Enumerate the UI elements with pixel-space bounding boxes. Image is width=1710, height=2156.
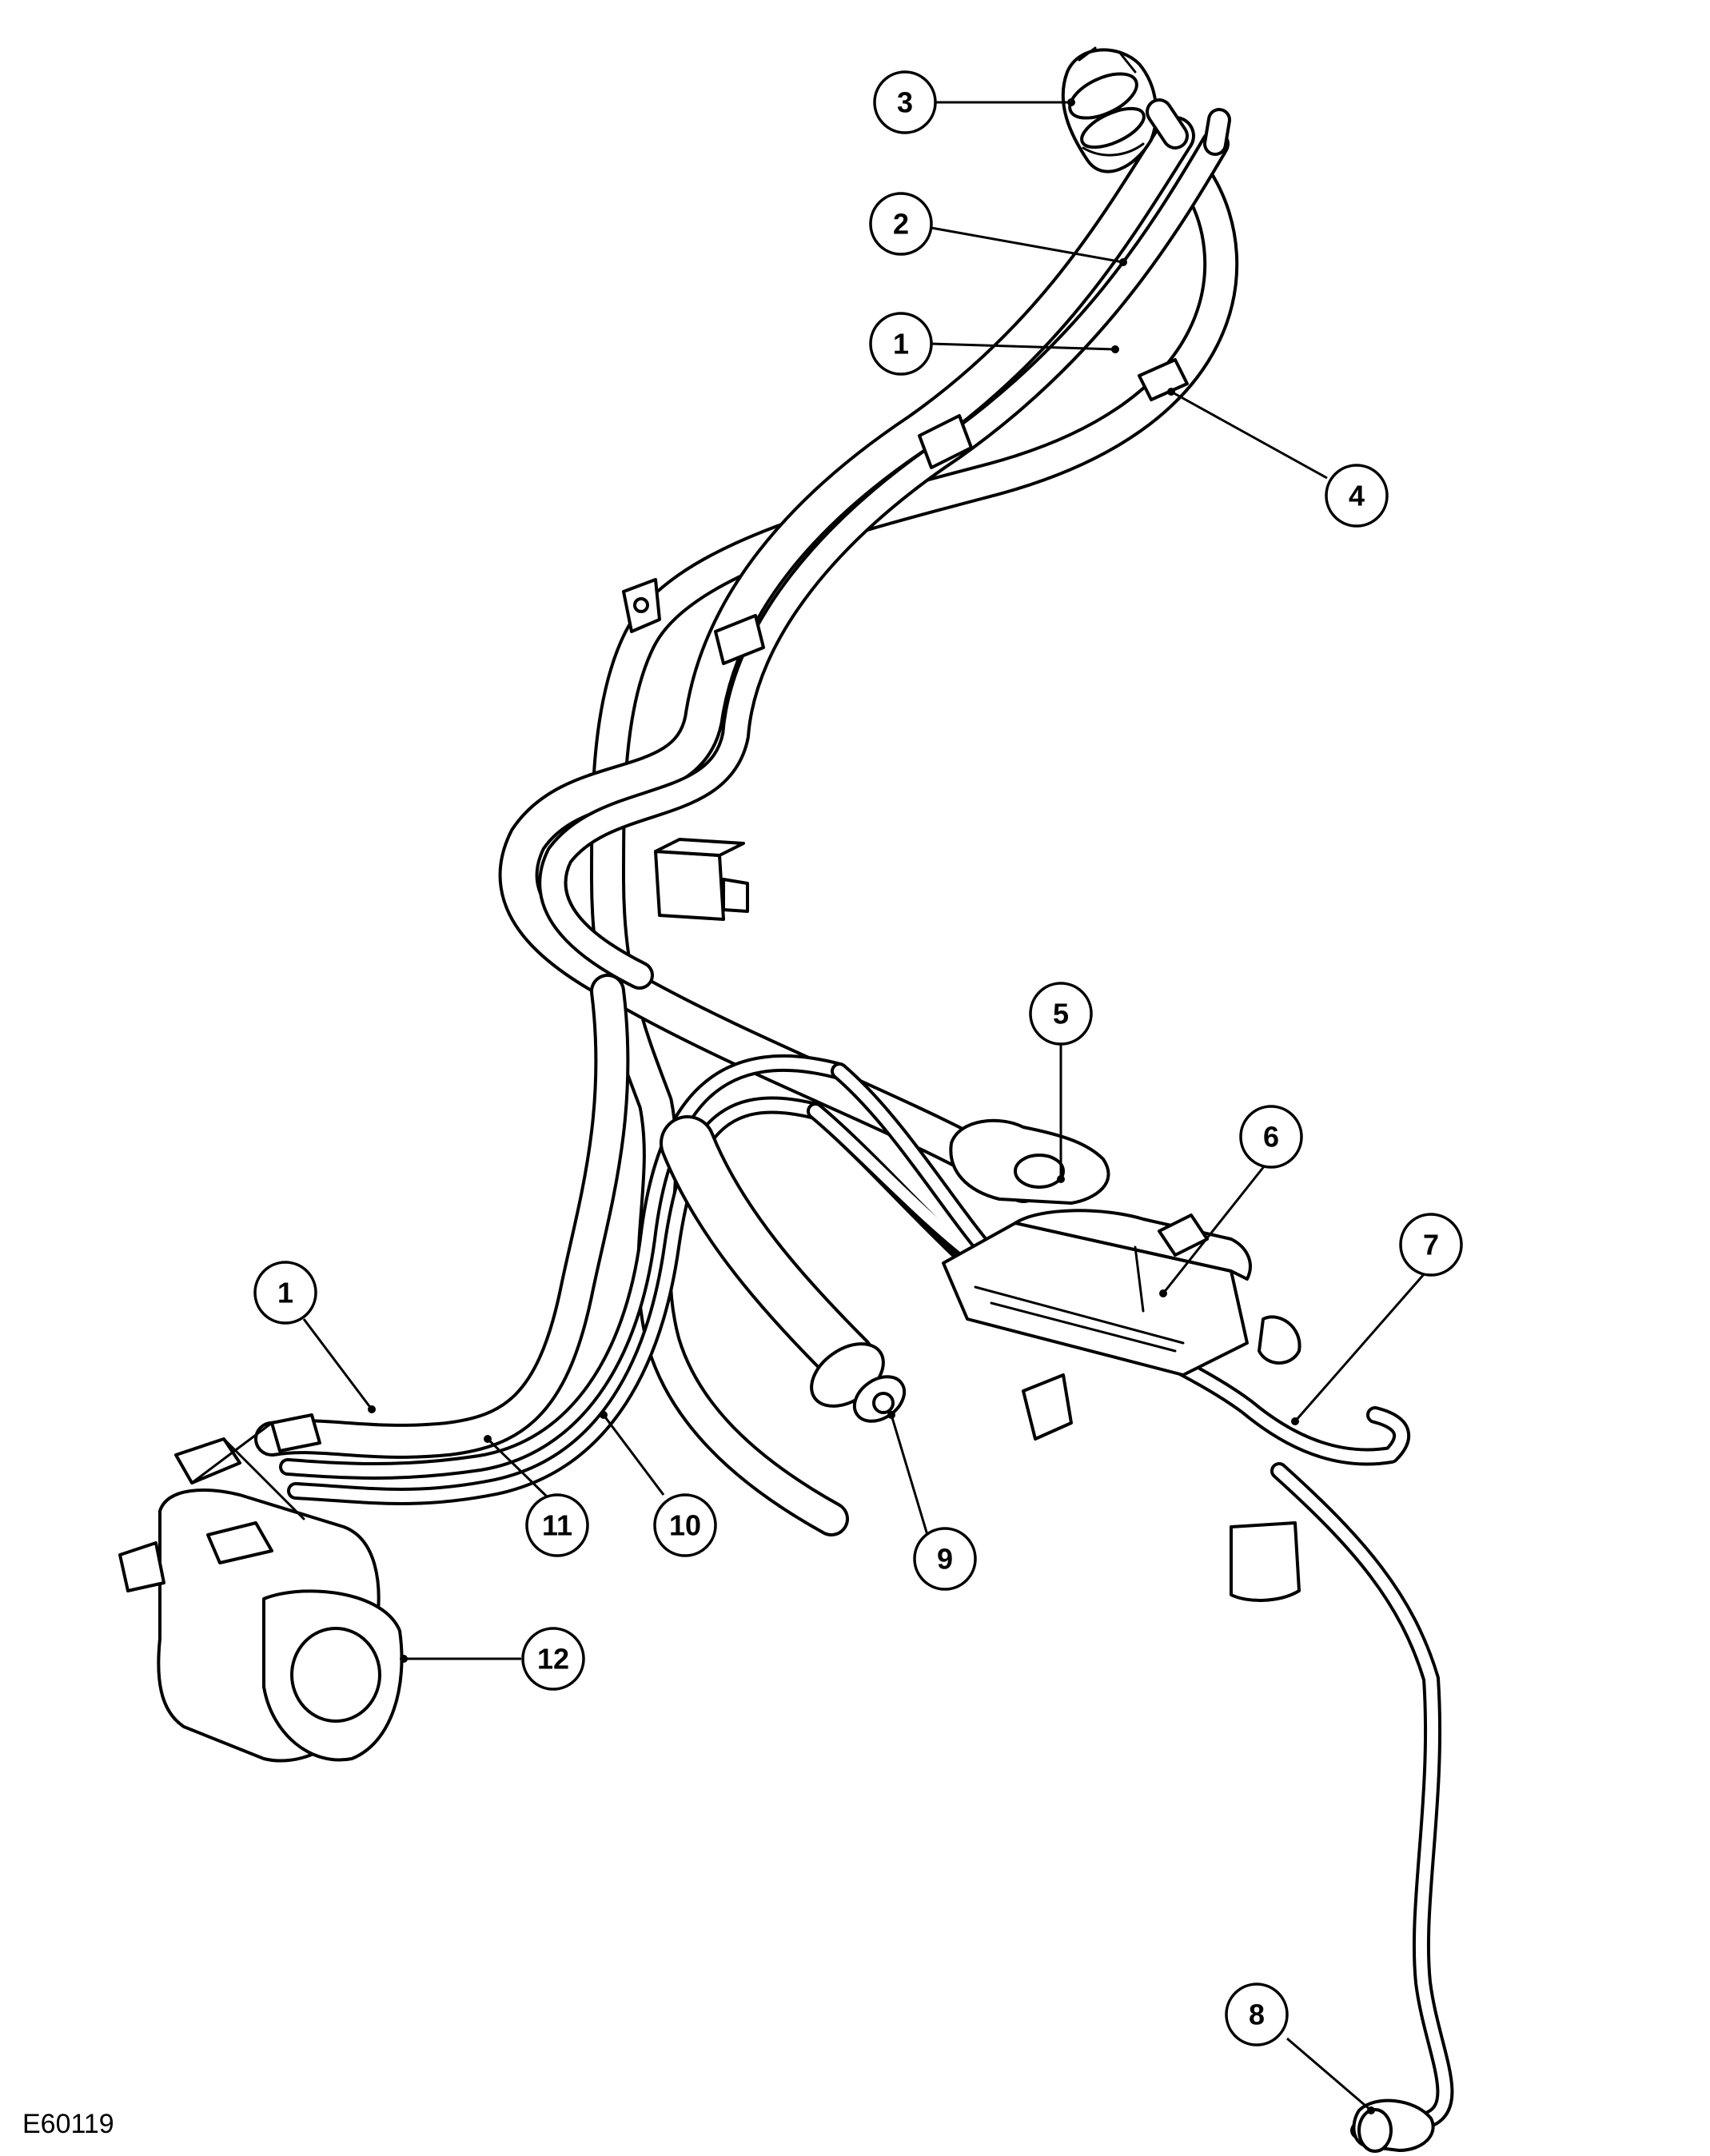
evap-canister-assembly xyxy=(942,1118,1301,1602)
callout: 2 xyxy=(869,192,933,256)
callout-label: 7 xyxy=(1423,1229,1439,1261)
callout: 4 xyxy=(1325,464,1389,528)
callout: 3 xyxy=(873,70,937,134)
filler-neck-head xyxy=(1061,46,1231,173)
callouts: 3 2 1 4 5 6 7 1 xyxy=(253,70,1463,2046)
leaders xyxy=(302,98,1426,2114)
callout-label: 8 xyxy=(1249,1999,1265,2031)
callout: 1 xyxy=(869,312,933,376)
pipe-end-connector xyxy=(660,1115,907,1423)
callout-label: 6 xyxy=(1263,1121,1279,1154)
callout: 12 xyxy=(521,1627,585,1691)
callout: 7 xyxy=(1399,1213,1463,1277)
callout-label: 9 xyxy=(937,1543,953,1576)
callout: 1 xyxy=(253,1261,317,1325)
callout: 5 xyxy=(1029,982,1093,1046)
callout-label: 1 xyxy=(893,328,909,361)
charcoal-canister xyxy=(118,1413,404,1763)
hose-clip xyxy=(622,358,1189,665)
callout-label: 10 xyxy=(669,1509,701,1542)
callout-label: 3 xyxy=(897,86,913,119)
connector-block xyxy=(654,838,749,921)
callout-label: 1 xyxy=(277,1277,293,1309)
callout: 11 xyxy=(525,1493,589,1557)
callout-label: 5 xyxy=(1053,998,1069,1030)
callout-label: 2 xyxy=(893,208,909,241)
lower-hoses xyxy=(254,974,992,1505)
callout-label: 11 xyxy=(542,1509,572,1542)
figure-id: E60119 xyxy=(22,2109,114,2139)
fuel-hose-bundle xyxy=(498,116,1230,1203)
callout: 8 xyxy=(1225,1983,1289,2046)
callout: 9 xyxy=(913,1527,977,1591)
callout-label: 4 xyxy=(1349,480,1365,512)
callout: 6 xyxy=(1239,1105,1303,1169)
callout: 10 xyxy=(653,1493,717,1557)
callout-label: 12 xyxy=(537,1643,569,1676)
vapour-line-end-connector xyxy=(1352,2098,1435,2153)
